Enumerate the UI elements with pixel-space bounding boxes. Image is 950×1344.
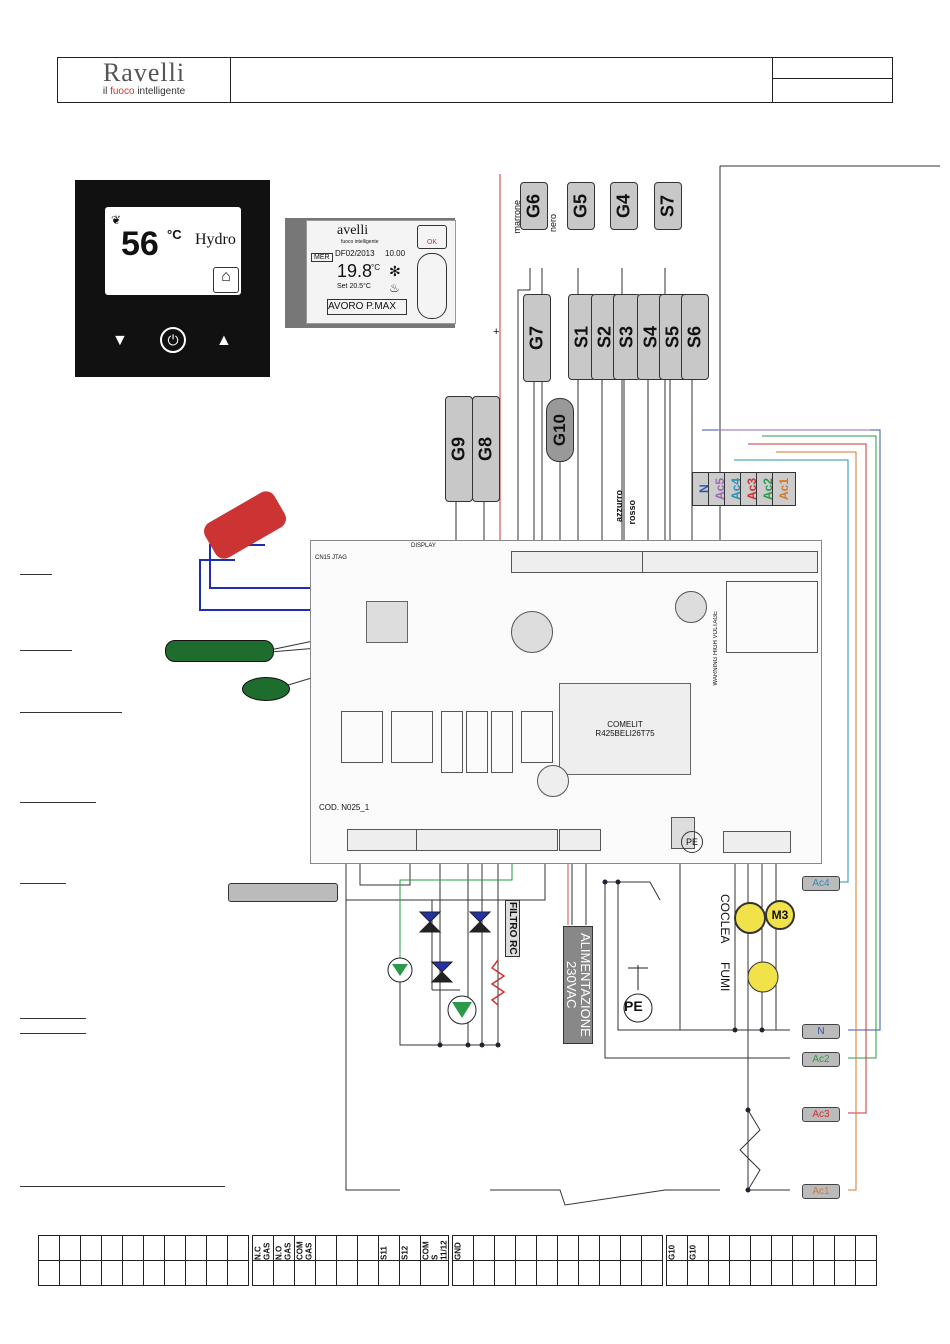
panel2-set-temp: Set 20.5°C bbox=[337, 283, 371, 290]
terminal-footer-table: N.C GAS N.O GAS COM GAS S11 S12 COM S 11… bbox=[38, 1235, 877, 1286]
snowflake-icon: ✻ bbox=[389, 263, 401, 279]
tag-ac3-right: Ac3 bbox=[802, 1107, 840, 1122]
coclea-label: COCLEA bbox=[718, 894, 732, 944]
gas-terminal-tag bbox=[228, 883, 338, 902]
filtro-rc-label: FILTRO RC bbox=[505, 900, 520, 957]
sensor-g9: G9 bbox=[445, 396, 473, 502]
fumi-label: FUMI bbox=[718, 962, 732, 992]
wire-label-plus: + bbox=[493, 326, 500, 338]
panel2-subbrand: fuoco intelligente bbox=[341, 239, 379, 245]
footer-s11: S11 bbox=[378, 1235, 400, 1261]
relay-2 bbox=[391, 711, 433, 763]
relay-1 bbox=[341, 711, 383, 763]
left-label-3 bbox=[20, 712, 122, 713]
high-voltage-warning: WARNING HIGH VOLTAGE bbox=[713, 611, 719, 686]
terminal-block-cn3 bbox=[559, 829, 601, 851]
left-label-2 bbox=[20, 650, 72, 651]
panel-temp-unit: °C bbox=[167, 227, 182, 242]
terminal-block-cn2 bbox=[416, 829, 558, 851]
tag-n-right: N bbox=[802, 1024, 840, 1039]
footer-com-s: COM S 11/12 bbox=[420, 1235, 449, 1261]
footer-com-gas: COM GAS bbox=[294, 1235, 316, 1261]
relay-5 bbox=[491, 711, 513, 773]
panel2-brand: avelli bbox=[337, 223, 369, 238]
wire-label-azzurro: azzurro bbox=[614, 490, 624, 523]
panel2-screen: avelli fuoco intelligente DF02/2013 10.0… bbox=[306, 220, 456, 324]
pe-terminal: PE bbox=[681, 831, 703, 853]
motor-coclea bbox=[734, 902, 766, 934]
left-label-8 bbox=[20, 1186, 225, 1187]
left-label-4 bbox=[20, 802, 96, 803]
panel-temperature: 56 bbox=[121, 225, 159, 263]
footer-nc-gas: N.C GAS bbox=[252, 1235, 274, 1261]
footer-no-gas: N.O GAS bbox=[273, 1235, 295, 1261]
panel-mode-label: Hydro bbox=[195, 231, 236, 248]
power-icon[interactable]: ⏻ bbox=[160, 327, 186, 353]
sensor-s7: S7 bbox=[654, 182, 682, 230]
earth-label: PE bbox=[624, 998, 643, 1014]
motor-m3: M3 bbox=[765, 900, 795, 930]
ntc-sensor bbox=[242, 677, 290, 701]
left-label-5 bbox=[20, 883, 66, 884]
buzzer bbox=[675, 591, 707, 623]
wire-label-marrone: marrone bbox=[512, 200, 522, 234]
left-label-6 bbox=[20, 1018, 86, 1019]
tag-ac4-right: Ac4 bbox=[802, 876, 840, 891]
display-connector-label: DISPLAY bbox=[411, 543, 436, 549]
relay-6 bbox=[521, 711, 553, 763]
power-supply-tag: ALIMENTAZIONE 230VAC bbox=[563, 926, 593, 1044]
jtag-label: CN15 JTAG bbox=[315, 555, 347, 561]
triac-block bbox=[726, 581, 818, 653]
board-code: COD. N025_1 bbox=[319, 803, 370, 812]
left-label-1 bbox=[20, 574, 52, 575]
ok-button[interactable]: OK bbox=[417, 225, 447, 249]
terminal-block-cn5 bbox=[723, 831, 791, 853]
footer-g10a: G10 bbox=[666, 1235, 688, 1261]
terminal-block-cn9 bbox=[641, 551, 818, 573]
panel2-nav-column[interactable] bbox=[417, 253, 447, 319]
footer-g10b: G10 bbox=[687, 1235, 709, 1261]
terminal-tag-ac1: Ac1 bbox=[772, 472, 796, 506]
sensor-g10: G10 bbox=[546, 398, 574, 462]
panel2-unit: °C bbox=[371, 263, 380, 272]
footer-s12: S12 bbox=[399, 1235, 421, 1261]
sensor-g4: G4 bbox=[610, 182, 638, 230]
left-label-7 bbox=[20, 1033, 86, 1034]
wire-label-rosso: rosso bbox=[627, 500, 637, 525]
sensor-g6: G6 bbox=[520, 182, 548, 230]
sensor-g8: G8 bbox=[472, 396, 500, 502]
wire-label-nero: nero bbox=[548, 214, 558, 233]
relay-4 bbox=[466, 711, 488, 773]
up-arrow-icon[interactable]: ▲ bbox=[216, 332, 232, 349]
brand-tagline: il fuoco intelligente bbox=[102, 86, 186, 97]
home-icon[interactable]: ⌂ bbox=[213, 267, 239, 293]
flame-icon: ♨ bbox=[389, 281, 400, 295]
flame-icon: ❦ bbox=[111, 213, 122, 227]
panel-display: ❦ 56 °C Hydro ⌂ bbox=[105, 207, 241, 295]
revision-box bbox=[772, 58, 893, 102]
ravelli-logo: Ravelli il fuoco intelligente bbox=[58, 58, 231, 102]
tag-ac2-right: Ac2 bbox=[802, 1052, 840, 1067]
panel2-day: MER bbox=[311, 253, 333, 262]
capacitor bbox=[511, 611, 553, 653]
tag-ac1-right: Ac1 bbox=[802, 1184, 840, 1199]
sensor-g7: G7 bbox=[523, 294, 551, 382]
panel2-status: AVORO P.MAX bbox=[327, 299, 407, 315]
terminal-block-cn10 bbox=[511, 551, 643, 573]
microcontroller bbox=[366, 601, 408, 643]
panel2-temp: 19.8 bbox=[337, 261, 373, 281]
brand-name: Ravelli bbox=[102, 58, 186, 87]
probe-sensor bbox=[165, 640, 274, 662]
sensor-s6: S6 bbox=[681, 294, 709, 380]
footer-gnd: GND bbox=[452, 1235, 474, 1261]
relay-3 bbox=[441, 711, 463, 773]
panel2-date: DF02/2013 bbox=[335, 249, 375, 258]
title-block: Ravelli il fuoco intelligente bbox=[57, 57, 893, 103]
sensor-g5: G5 bbox=[567, 182, 595, 230]
panel2-time: 10.00 bbox=[385, 249, 406, 258]
down-arrow-icon[interactable]: ▼ bbox=[112, 332, 128, 349]
trimmer bbox=[537, 765, 569, 797]
